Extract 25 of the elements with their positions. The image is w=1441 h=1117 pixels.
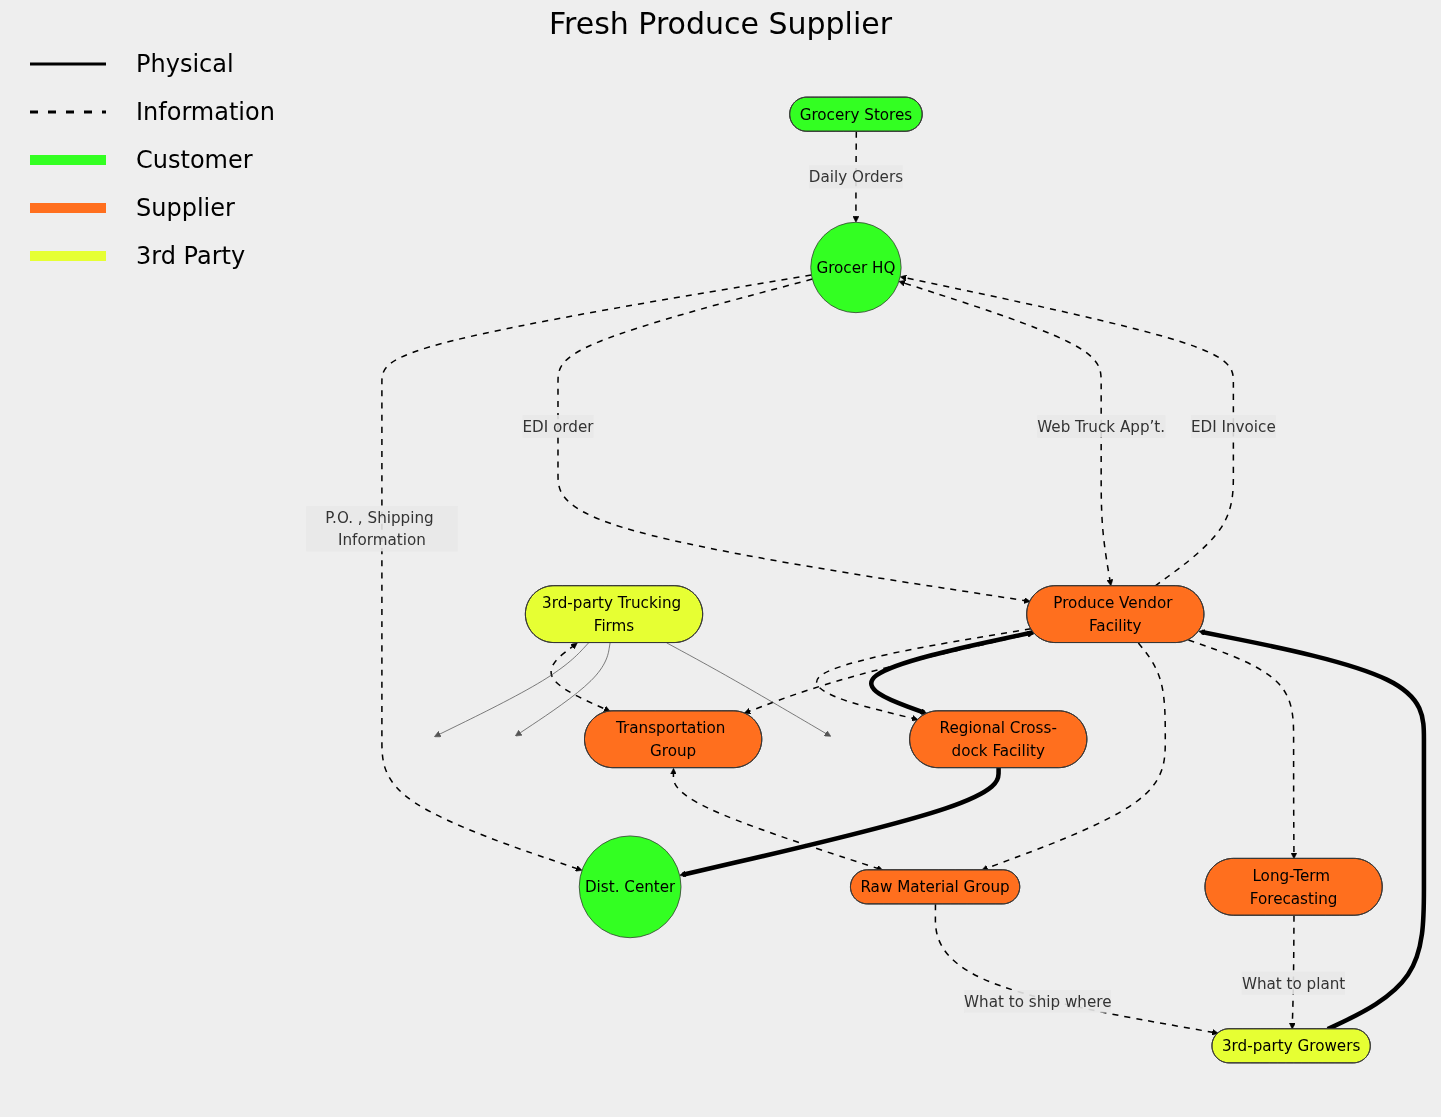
edge-label: P.O. , Shipping Information bbox=[325, 508, 434, 550]
edge-label: What to plant bbox=[1241, 974, 1346, 993]
node-circle: Grocer HQ bbox=[810, 221, 902, 314]
legend-label: Customer bbox=[136, 146, 253, 174]
arrow bbox=[898, 280, 1114, 587]
arrow bbox=[381, 274, 813, 872]
arrow bbox=[899, 274, 1235, 587]
edge-label: What to ship where bbox=[964, 992, 1112, 1011]
node-circle: Dist. Center bbox=[578, 835, 682, 939]
legend-label: Information bbox=[136, 98, 275, 126]
legend-label: 3rd Party bbox=[136, 242, 246, 270]
arrow bbox=[557, 278, 1031, 604]
edge-label: Web Truck App’t. bbox=[1037, 417, 1166, 436]
legend-label: Supplier bbox=[136, 194, 235, 222]
arrow bbox=[550, 642, 611, 712]
arrow bbox=[743, 631, 1034, 715]
diagram-title: Fresh Produce Supplier bbox=[547, 6, 894, 41]
arrow bbox=[869, 630, 1034, 715]
edge-label: Daily Orders bbox=[808, 167, 904, 186]
edge-label: EDI Invoice bbox=[1190, 417, 1276, 436]
arrow bbox=[1187, 639, 1298, 860]
arrow bbox=[816, 628, 1032, 722]
arrow bbox=[934, 903, 1219, 1036]
edge-label: EDI order bbox=[522, 417, 594, 436]
legend-label: Physical bbox=[136, 50, 234, 78]
